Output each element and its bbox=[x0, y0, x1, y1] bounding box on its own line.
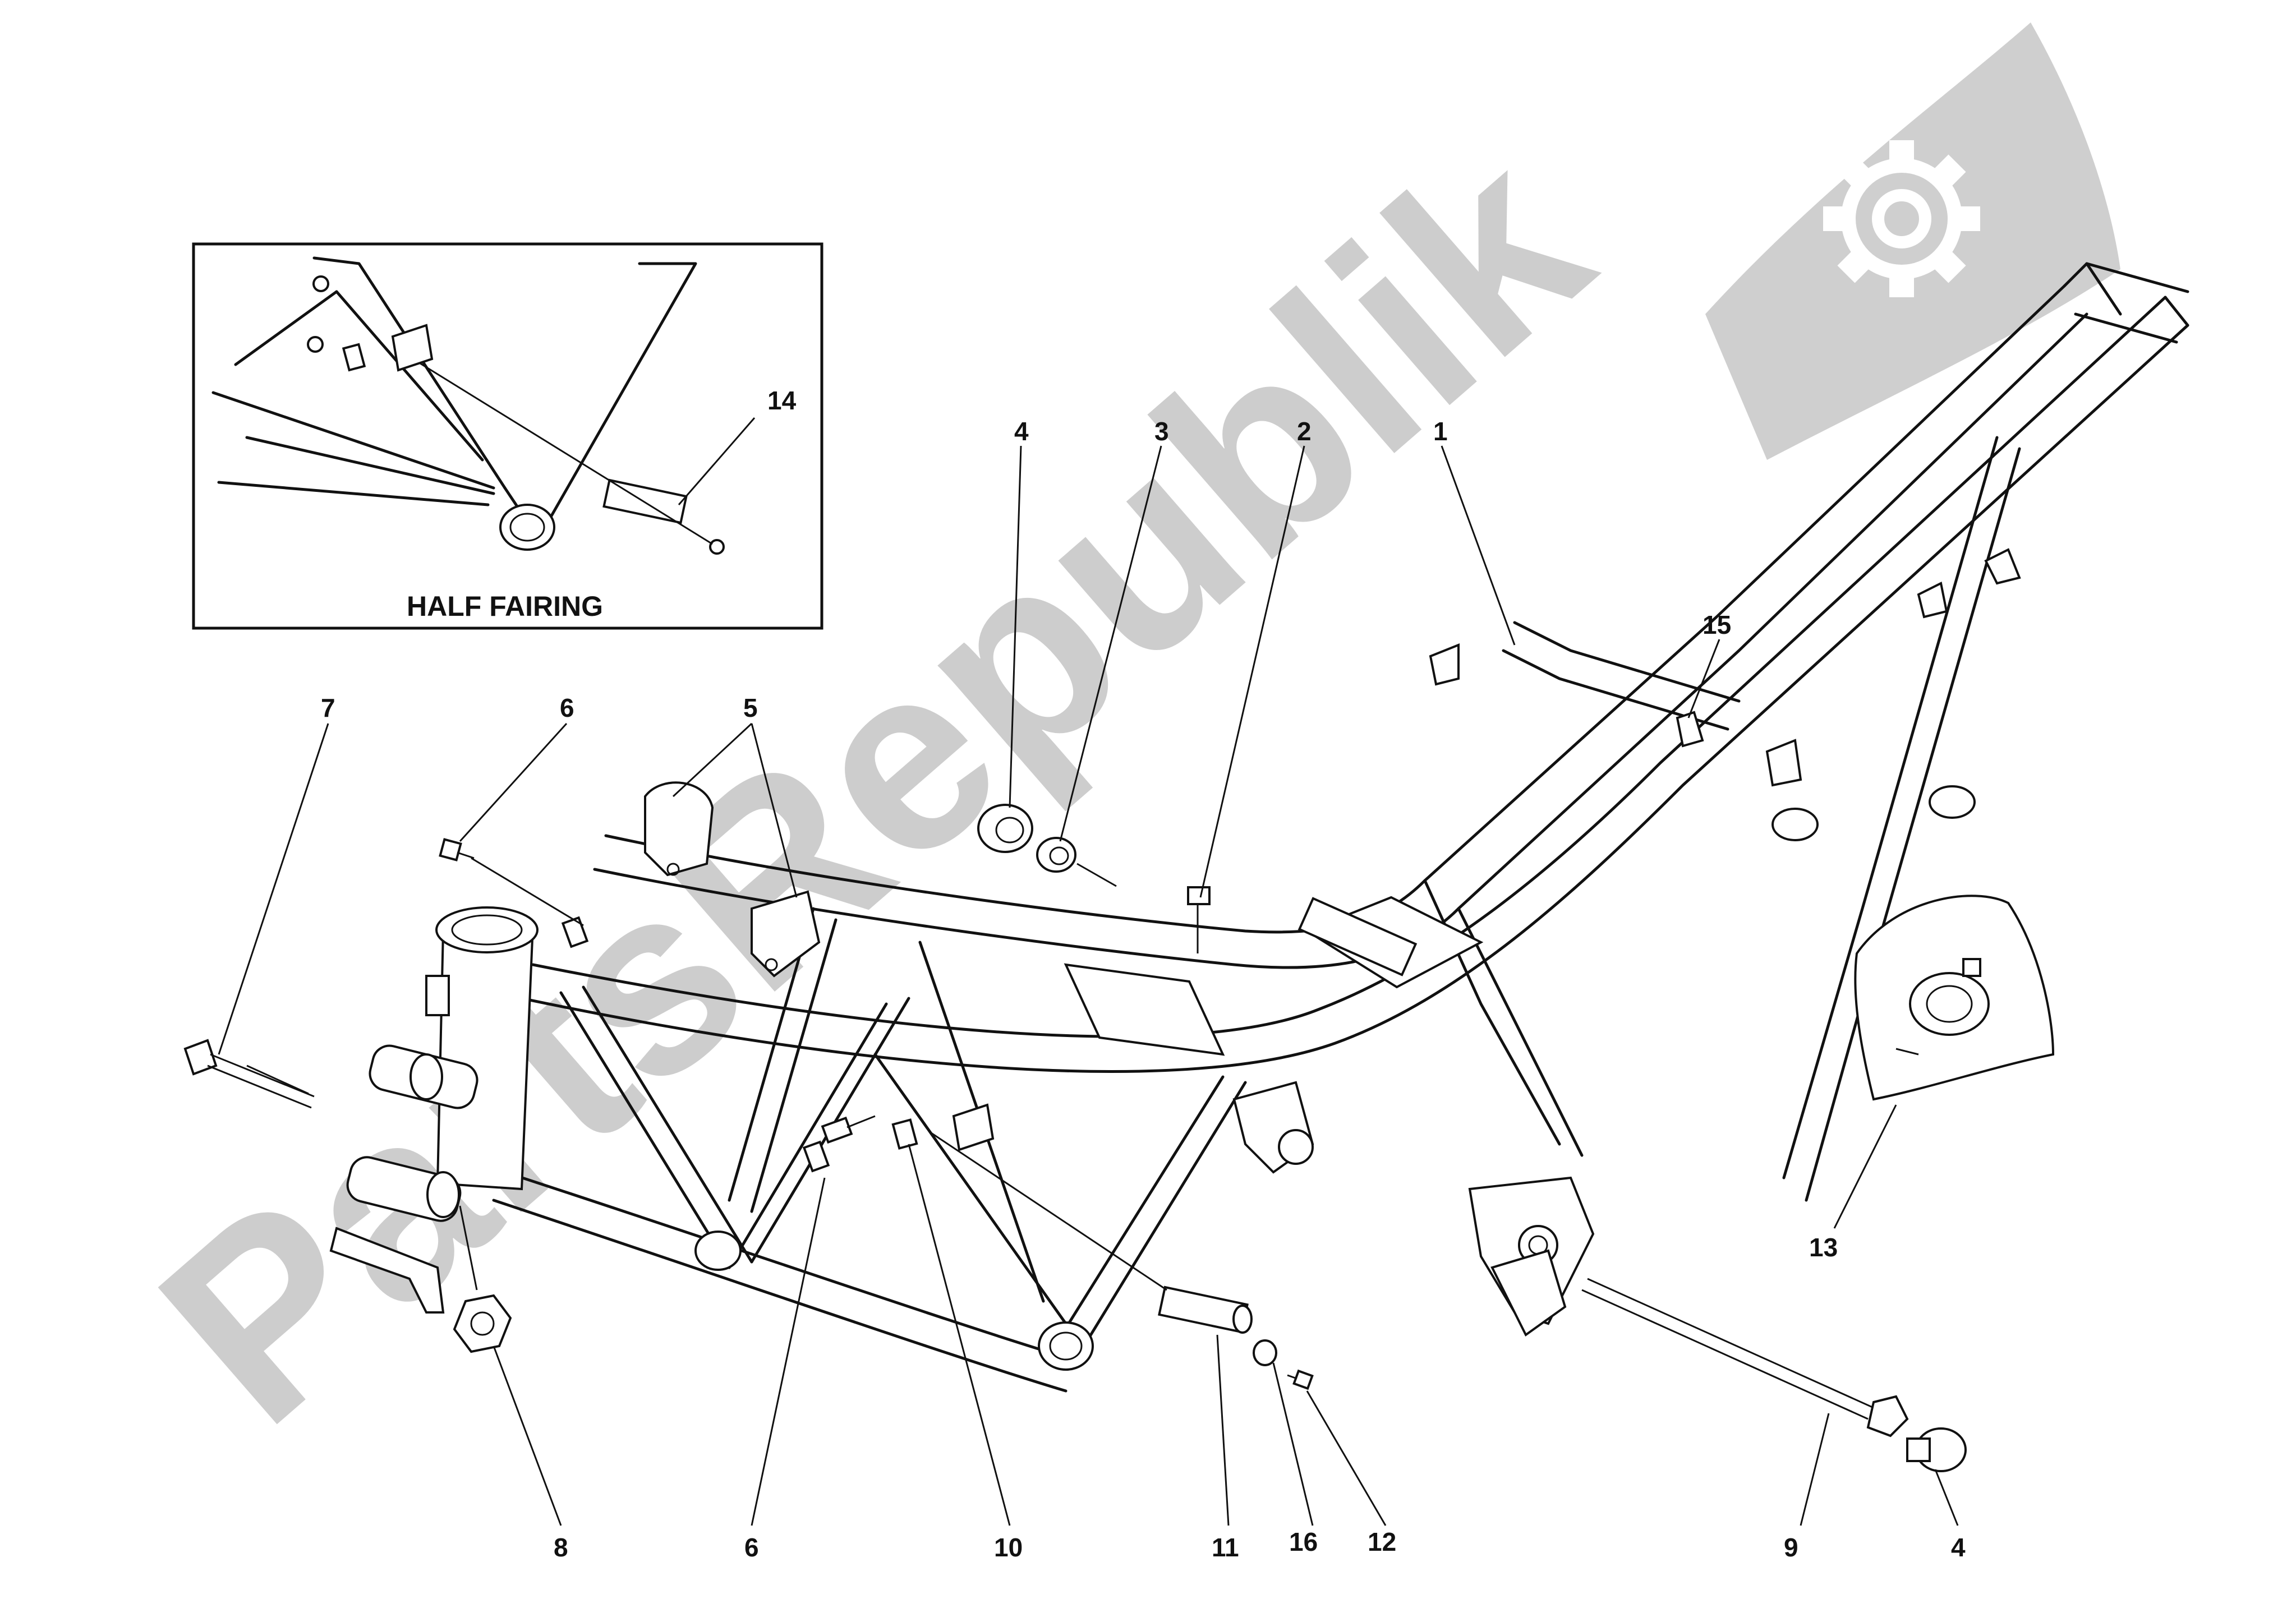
leader-lines bbox=[218, 445, 1959, 1526]
rear-bracket-15 bbox=[1429, 548, 2021, 841]
grommets-3-4 bbox=[977, 804, 1117, 887]
callout-10: 10 bbox=[994, 1533, 1023, 1562]
callout-5: 5 bbox=[743, 693, 758, 722]
callout-3: 3 bbox=[1154, 417, 1169, 446]
main-frame bbox=[486, 262, 2189, 1393]
screw-6-bottom bbox=[802, 1115, 876, 1173]
callout-11: 11 bbox=[1212, 1533, 1239, 1562]
cover-5 bbox=[561, 781, 821, 978]
callout-1: 1 bbox=[1433, 417, 1448, 446]
head-tube bbox=[425, 906, 539, 1191]
front-bolt-7 bbox=[183, 1039, 315, 1109]
callout-13: 13 bbox=[1809, 1233, 1838, 1262]
lower-rings bbox=[694, 1231, 1094, 1371]
nut-8 bbox=[453, 1205, 512, 1353]
screw-2 bbox=[1187, 886, 1211, 953]
callout-7: 7 bbox=[321, 693, 335, 722]
callout-4-top: 4 bbox=[1014, 417, 1029, 446]
axle-9 bbox=[1490, 1249, 1909, 1437]
inset-title: HALF FAIRING bbox=[407, 591, 603, 622]
gear-icon bbox=[1823, 140, 1980, 297]
callout-8: 8 bbox=[554, 1533, 568, 1562]
half-fairing-inset: 14 HALF FAIRING bbox=[192, 242, 823, 630]
engine-mount-bushings bbox=[329, 1044, 478, 1314]
spacer-tube-inset bbox=[602, 478, 688, 524]
bracket-inset bbox=[391, 324, 434, 372]
screw-12 bbox=[1287, 1369, 1314, 1390]
callout-6-bottom: 6 bbox=[744, 1533, 759, 1562]
seat-bracket bbox=[1064, 896, 1484, 1056]
spacer-11 bbox=[931, 1132, 1253, 1334]
callouts: 1 2 3 4 5 6 7 15 13 8 6 10 11 16 12 9 4 bbox=[321, 417, 1966, 1562]
callout-16: 16 bbox=[1289, 1527, 1318, 1556]
callout-6-top: 6 bbox=[560, 693, 574, 722]
callout-12: 12 bbox=[1368, 1527, 1396, 1556]
washer-16 bbox=[1253, 1339, 1277, 1366]
clip-nut-inset bbox=[342, 343, 366, 372]
callout-2: 2 bbox=[1297, 417, 1312, 446]
callout-9: 9 bbox=[1784, 1533, 1798, 1562]
clip-nut-10 bbox=[891, 1103, 995, 1151]
head-tube-end bbox=[499, 504, 555, 551]
callout-14: 14 bbox=[767, 386, 797, 415]
callout-15: 15 bbox=[1703, 610, 1731, 639]
watermark-text: PartsRepublik bbox=[107, 92, 1641, 1480]
callout-4-bottom: 4 bbox=[1951, 1533, 1966, 1562]
tank-cap-detail-13 bbox=[1854, 895, 2055, 1101]
screw-inset bbox=[709, 539, 725, 555]
plug-4-bottom bbox=[1906, 1427, 1967, 1472]
screw-6-top bbox=[439, 838, 584, 927]
